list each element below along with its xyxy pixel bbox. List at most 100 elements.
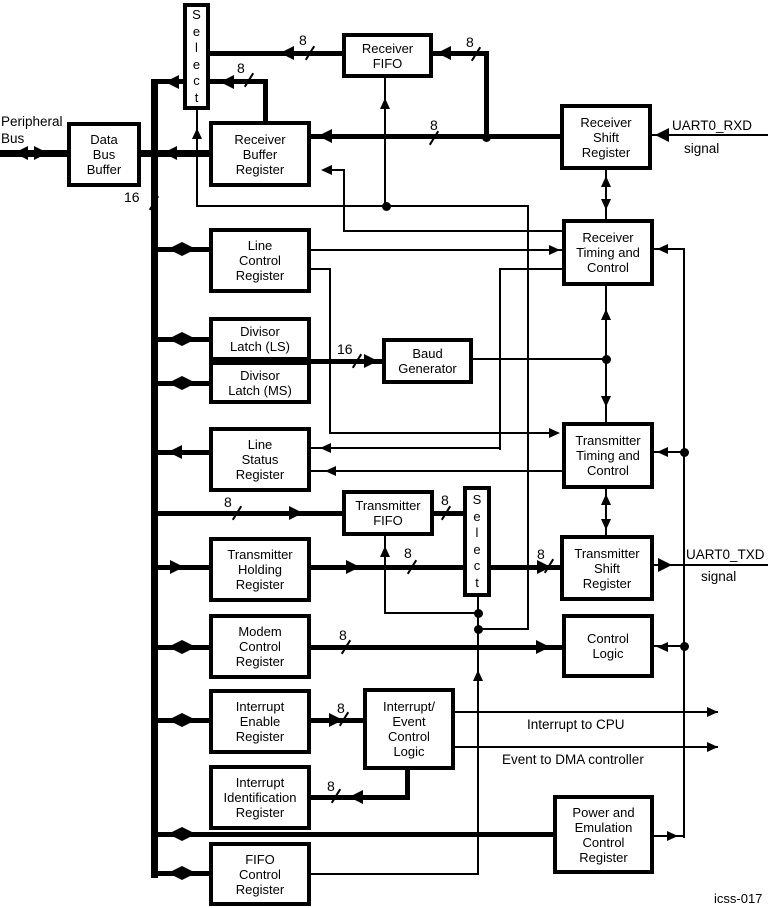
power-and-emulation-control-register-label: Control [582,834,625,850]
rxfifo-right-h-wire [433,51,487,56]
arrowhead-l [165,75,179,89]
transmitter-timing-and-control-label: Control [587,463,629,478]
transmitter-fifo-label: Transmitter [355,498,421,513]
arrowhead-l [280,46,294,60]
junction-dot [473,624,483,634]
arrowhead-l [168,332,182,346]
arrowhead-r [182,332,196,346]
transmitter-fifo-label: FIFO [373,513,403,528]
arrowhead-l [168,713,182,727]
junction-dot [473,608,483,618]
arrowhead-r [549,428,560,438]
arrowhead-u [473,670,483,681]
select-rx-mux-label: c [193,73,200,88]
peripheral-bus-wire-wire [0,150,67,157]
interrupt-identification-register-label: Identification [223,790,297,805]
transmitter-holding-register-label: Register [235,577,285,592]
arrowhead-l [349,790,363,804]
interrupt-identification-register-label: Register [235,805,285,820]
bus-width-label: 8 [537,546,545,562]
fcr-out-wire [311,873,479,875]
bus-width-label: 8 [430,117,438,133]
arrowhead-d [601,519,611,530]
arrowhead-u [380,98,390,109]
transmitter-timing-and-control-label: Transmitter [575,433,641,448]
select-tx-mux-label: c [473,558,481,573]
arrowhead-r [182,713,196,727]
arrowhead-u [380,546,390,557]
line-control-register-label: Control [239,253,281,268]
bus-width-label: 8 [441,492,449,508]
line-status-register-label: Status [241,452,279,467]
arrowhead-l [657,244,668,254]
fcr-to-txfifo-h-wire [384,612,479,614]
arrowhead-r [364,354,378,368]
fifo-control-register-label: Control [239,866,281,882]
arrowhead-l [168,445,182,459]
rbr-to-select-h-wire [210,79,268,84]
divisor-latch-ls-label: Latch (LS) [230,339,290,354]
bus-width-label: 8 [299,32,307,48]
baud-generator-label: Generator [398,361,457,376]
interrupt-event-control-logic-label: Interrupt/ [382,699,436,714]
receiver-buffer-register-label: Receiver [234,131,286,147]
fcr-ctl-top-h-wire [196,205,529,207]
arrowhead-r [536,640,550,654]
interrupt-event-control-logic-label: Control [388,729,430,744]
line-control-register-label: Line [247,238,273,253]
ttc-right-stub-wire [654,451,684,453]
arrowhead-l [657,642,668,652]
junction-dot [481,132,491,142]
junction-dot [381,201,391,211]
select-rx-mux-label: S [192,7,201,22]
data-bus-buffer-label: Data [90,132,118,147]
baud-generator-label: Baud [412,346,443,361]
junction-dot [601,354,611,364]
rbr-to-select-v-wire [263,79,268,122]
modem-control-register-label: Modem [238,624,282,639]
bus-width-label: 8 [224,494,232,510]
rtc-to-rbr-v-wire [343,169,345,232]
rxfifo-bottom-wire [384,78,386,207]
select-rx-mux-label: l [195,40,198,55]
select-rx-mux-label: e [192,23,201,39]
thr-to-select-wire [311,565,463,570]
receiver-shift-register-label: Receiver [580,114,632,130]
bus-width-label: 8 [339,627,347,643]
arrowhead-l [168,866,182,880]
receiver-buffer-register-label: Register [235,161,285,177]
receiver-buffer-register-label: Buffer [242,146,278,162]
arrowhead-l [657,447,668,457]
event-to-dma-label: Event to DMA controller [502,752,644,767]
select-tx-mux-label: e [473,541,481,557]
arrowhead-l [168,640,182,654]
arrowhead-l [220,75,234,89]
internal-bus-vertical-wire [151,79,158,878]
rxd-signal-label: signal [684,141,720,156]
ttc-to-lsr-wire [311,470,562,472]
arrowhead-l [168,242,182,256]
line-status-register-label: Line [247,437,273,452]
lcr-down-v-wire [329,268,331,434]
bus-to-txfifo-wire [158,511,342,516]
arrowhead-l [325,466,336,476]
receiver-shift-register-label: Register [581,144,631,160]
bus-width-label: 8 [327,778,335,794]
lcr-to-rtc-wire [311,249,562,251]
fcr-ctl-right-v-wire [527,205,529,630]
arrowhead-r [667,831,678,841]
